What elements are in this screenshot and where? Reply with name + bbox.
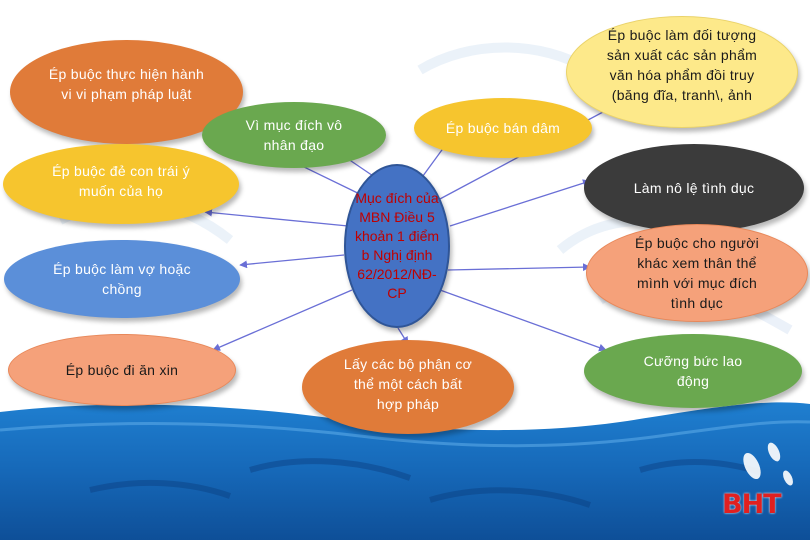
center-node-purpose: Mục đích của MBN Điều 5 khoản 1 điểm b N… xyxy=(344,164,450,328)
bht-logo: BHT xyxy=(722,489,782,520)
node-sexual-slavery: Làm nô lệ tình dục xyxy=(584,144,804,232)
arrow-to-n3 xyxy=(204,208,349,227)
node-forced-prostitution-label: Ép buộc bán dâm xyxy=(445,120,561,136)
node-forced-begging-label: Ép buộc đi ăn xin xyxy=(65,362,179,378)
bottom-wave xyxy=(0,402,810,540)
node-forced-exposure: Ép buộc cho người khác xem thân thể mình… xyxy=(586,224,808,322)
arrow-to-n11 xyxy=(439,289,607,352)
node-forced-childbirth-label: Ép buộc đẻ con trái ý muốn của họ xyxy=(52,163,190,199)
node-forced-exposure-label: Ép buộc cho người khác xem thân thể mình… xyxy=(634,235,760,311)
arrow-to-n4 xyxy=(239,254,345,269)
wave-splash xyxy=(743,442,793,486)
node-sexual-slavery-label: Làm nô lệ tình dục xyxy=(633,180,755,196)
arrow-to-n5 xyxy=(212,289,353,351)
node-depraved-media-label: Ép buộc làm đối tượng sản xuất các sản p… xyxy=(606,27,758,103)
node-forced-childbirth: Ép buộc đẻ con trái ý muốn của họ xyxy=(3,144,239,224)
node-organ-removal-label: Lấy các bộ phận cơ thể một cách bất hợp … xyxy=(343,356,473,412)
node-inhumane-purpose: Vì mục đích vô nhân đạo xyxy=(202,102,386,168)
wave-highlight xyxy=(0,420,810,448)
water-ripples xyxy=(89,458,761,508)
node-inhumane-purpose-label: Vì mục đích vô nhân đạo xyxy=(245,117,343,153)
node-forced-labor: Cưỡng bức lao động xyxy=(584,334,802,408)
node-illegal-acts-label: Ép buộc thực hiện hành vi vi phạm pháp l… xyxy=(48,66,205,102)
arrow-to-n10 xyxy=(447,263,591,272)
node-forced-begging: Ép buộc đi ăn xin xyxy=(8,334,236,406)
arrow-to-n9 xyxy=(449,179,591,227)
node-forced-labor-label: Cưỡng bức lao động xyxy=(643,353,743,389)
node-forced-prostitution: Ép buộc bán dâm xyxy=(414,98,592,158)
node-forced-marriage-label: Ép buộc làm vợ hoặc chồng xyxy=(53,261,191,297)
node-forced-marriage: Ép buộc làm vợ hoặc chồng xyxy=(4,240,240,318)
node-organ-removal: Lấy các bộ phận cơ thể một cách bất hợp … xyxy=(302,340,514,434)
center-node-label: Mục đích của MBN Điều 5 khoản 1 điểm b N… xyxy=(354,190,440,301)
node-depraved-media: Ép buộc làm đối tượng sản xuất các sản p… xyxy=(566,16,798,128)
